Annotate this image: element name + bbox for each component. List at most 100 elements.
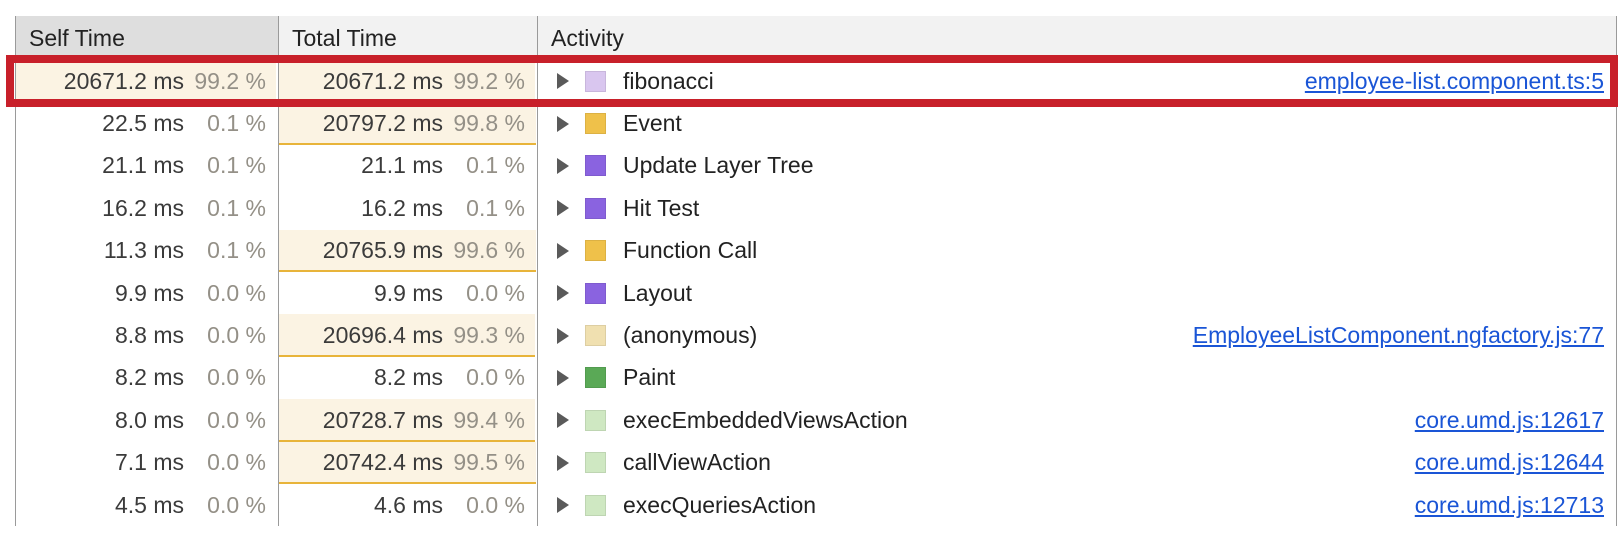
total-time-percent: 0.1 % [466,152,525,179]
self-time-value: 8.2 ms [114,364,184,391]
activity-label: execQueriesAction [623,491,817,518]
self-time-value: 8.8 ms [114,322,184,349]
column-header-total-time[interactable]: Total Time [278,16,538,60]
total-time-percent: 0.0 % [466,364,525,391]
total-time-percent: 99.3 % [453,322,525,349]
expand-triangle-icon[interactable] [547,411,578,429]
total-time-percent: 99.6 % [453,237,525,264]
cell-self-time[interactable]: 8.8 ms 0.0 % [15,314,279,357]
self-time-value: 8.0 ms [114,406,184,433]
activity-color-swatch [585,452,606,474]
source-location-link[interactable]: core.umd.js:12644 [1414,449,1604,476]
total-time-percent: 0.1 % [466,194,525,221]
source-location-link[interactable]: core.umd.js:12617 [1414,406,1604,433]
self-time-value: 9.9 ms [114,279,184,306]
total-time-value: 4.6 ms [373,491,443,518]
activity-label: fibonacci [623,67,714,94]
cell-total-time[interactable]: 21.1 ms 0.1 % [278,144,538,188]
activity-label: Update Layer Tree [623,152,814,179]
expand-triangle-icon[interactable] [547,157,578,175]
expand-triangle-icon[interactable] [547,199,578,217]
total-time-value: 8.2 ms [373,364,443,391]
cell-activity[interactable]: Layout [537,271,1617,315]
self-time-value: 4.5 ms [114,491,184,518]
expand-triangle-icon[interactable] [547,327,578,345]
expand-triangle-icon[interactable] [547,115,578,133]
self-time-percent: 0.1 % [207,152,266,179]
activity-label: (anonymous) [623,322,758,349]
activity-color-swatch [585,70,606,92]
expand-triangle-icon[interactable] [547,242,578,260]
activity-color-swatch [585,113,606,135]
cell-activity[interactable]: (anonymous) EmployeeListComponent.ngfacto… [537,314,1617,357]
cell-activity[interactable]: fibonacci employee-list.component.ts:5 [537,60,1617,103]
self-time-percent: 0.0 % [207,322,266,349]
cell-activity[interactable]: Update Layer Tree [537,144,1617,188]
activity-label: Hit Test [623,194,700,221]
expand-triangle-icon[interactable] [547,72,578,90]
column-header-activity[interactable]: Activity [537,16,1617,60]
total-time-percent: 99.8 % [453,110,525,137]
cell-activity[interactable]: Event [537,102,1617,145]
total-time-value: 16.2 ms [361,194,443,221]
table-row[interactable]: 8.2 ms 0.0 % 8.2 ms 0.0 % Paint [15,356,1617,400]
activity-color-swatch [585,155,606,177]
source-location-link[interactable]: core.umd.js:12713 [1414,491,1604,518]
cell-activity[interactable]: Paint [537,356,1617,400]
column-header-self-time[interactable]: Self Time [15,16,279,60]
total-time-value: 21.1 ms [361,152,443,179]
expand-triangle-icon[interactable] [547,454,578,472]
self-time-percent: 99.2 % [194,67,266,94]
cell-total-time[interactable]: 16.2 ms 0.1 % [278,187,538,230]
self-time-value: 7.1 ms [114,449,184,476]
expand-triangle-icon[interactable] [547,284,578,302]
source-location-link[interactable]: EmployeeListComponent.ngfactory.js:77 [1192,322,1604,349]
source-location-link[interactable]: employee-list.component.ts:5 [1304,67,1604,94]
table-header: Self Time Total Time Activity [15,16,1617,60]
self-time-value: 16.2 ms [102,194,184,221]
self-time-value: 11.3 ms [103,237,184,264]
cell-activity[interactable]: Function Call [537,229,1617,272]
total-time-value: 20696.4 ms [322,322,443,349]
table-row[interactable]: 8.8 ms 0.0 % 20696.4 ms 99.3 % (anonymous) Em… [15,314,1617,357]
cell-total-time[interactable]: 20696.4 ms 99.3 % [278,314,538,357]
total-time-percent: 99.5 % [453,449,525,476]
expand-triangle-icon[interactable] [547,496,578,514]
total-time-value: 20728.7 ms [322,406,443,433]
cell-activity[interactable]: Hit Test [537,187,1617,230]
cell-self-time[interactable]: 8.2 ms 0.0 % [15,356,279,400]
self-time-percent: 0.0 % [207,364,266,391]
activity-color-swatch [585,367,606,389]
expand-triangle-icon[interactable] [547,369,578,387]
cell-activity[interactable]: execQueriesAction core.umd.js:12713 [537,483,1617,527]
cell-total-time[interactable]: 8.2 ms 0.0 % [278,356,538,400]
total-time-value: 20671.2 ms [322,67,443,94]
